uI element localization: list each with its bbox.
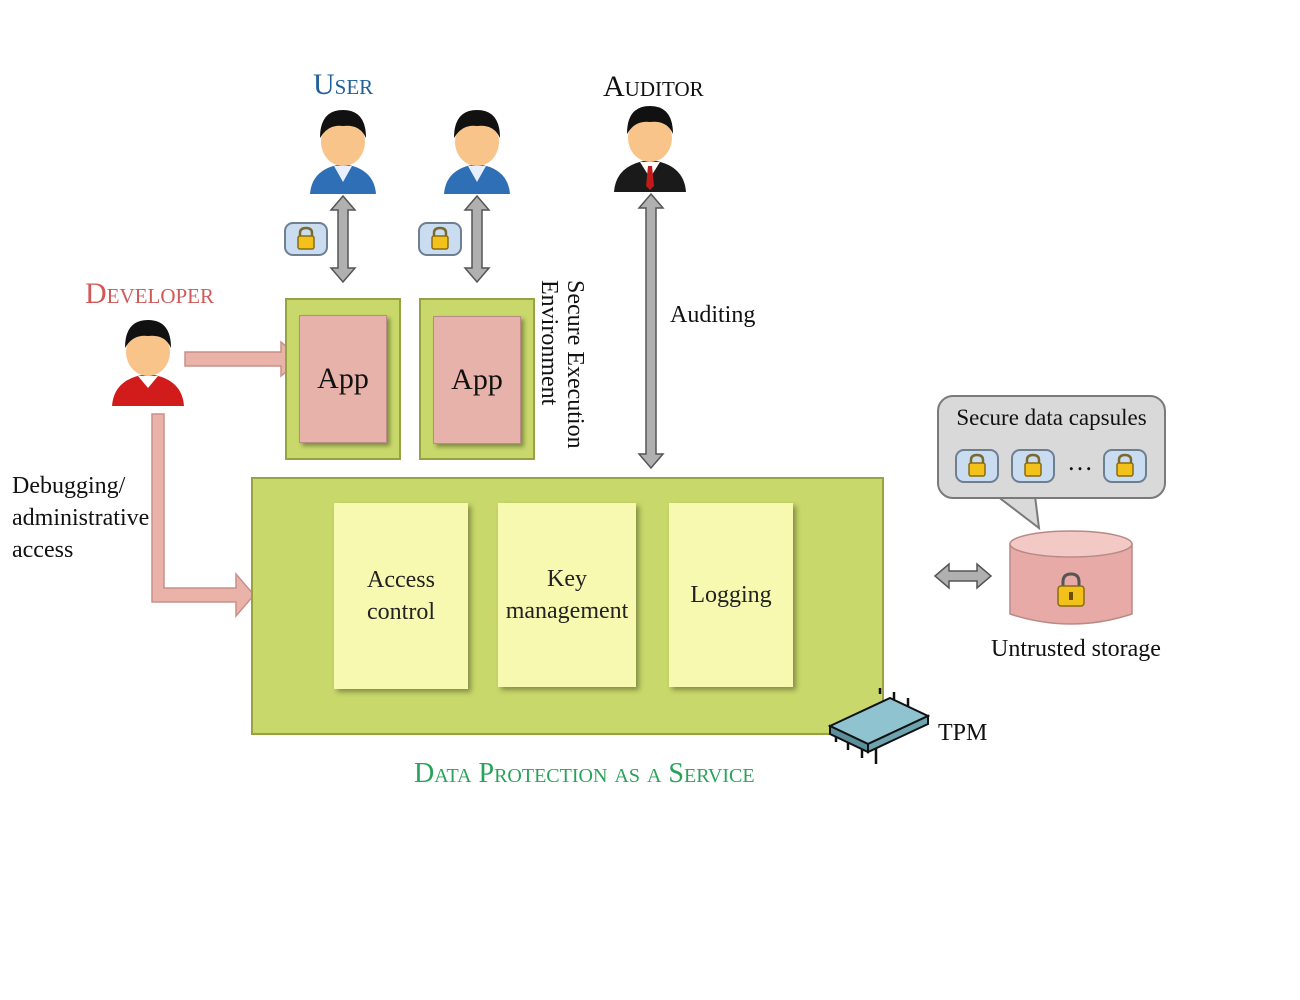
- developer-icon: [112, 320, 184, 406]
- dpaas-container: Access control Key management Logging: [251, 477, 884, 735]
- access-control-module[interactable]: Access control: [334, 503, 468, 689]
- service-caption: Data Protection as a Service: [414, 758, 755, 789]
- app-box[interactable]: App: [433, 316, 521, 444]
- storage-label: Untrusted storage: [991, 636, 1161, 662]
- key-management-module[interactable]: Key management: [498, 503, 636, 687]
- app-box[interactable]: App: [299, 315, 387, 443]
- logging-module[interactable]: Logging: [669, 503, 793, 687]
- secure-capsules-bubble: Secure data capsules …: [937, 395, 1166, 499]
- tpm-label: TPM: [938, 720, 988, 746]
- lock-icon: [284, 222, 328, 256]
- auditor-icon: [614, 106, 686, 192]
- user-app-arrow: [329, 194, 357, 284]
- auditing-arrow: [637, 192, 665, 470]
- bubble-tail: [994, 494, 1041, 531]
- database-icon: [1009, 530, 1133, 625]
- module-line: Logging: [690, 582, 772, 608]
- module-line: control: [367, 599, 435, 625]
- secure-env-line-2: Environment: [536, 280, 562, 406]
- lock-icon: [955, 449, 999, 483]
- module-line: management: [505, 598, 629, 624]
- tpm-chip-icon: [827, 688, 931, 764]
- auditing-label: Auditing: [670, 302, 756, 328]
- secure-env-label: Secure Execution Environment: [536, 280, 588, 470]
- module-line: Key: [547, 566, 587, 592]
- user-role-label: User: [313, 68, 374, 101]
- app-container: App: [285, 298, 401, 460]
- module-line: Access: [367, 567, 435, 593]
- secure-env-line-1: Secure Execution: [562, 280, 588, 449]
- capsules-title: Secure data capsules: [956, 405, 1147, 430]
- storage-arrow: [933, 562, 993, 590]
- capsules-ellipsis: …: [1067, 447, 1093, 476]
- user-icon: [310, 110, 376, 194]
- developer-role-label: Developer: [85, 277, 214, 310]
- developer-access-line: administrative: [12, 505, 150, 531]
- lock-icon: [418, 222, 462, 256]
- user-app-arrow: [463, 194, 491, 284]
- developer-access-line: Debugging/: [12, 473, 126, 499]
- lock-icon: [1103, 449, 1147, 483]
- developer-access-line: access: [12, 537, 74, 563]
- lock-icon: [1011, 449, 1055, 483]
- user-icon: [444, 110, 510, 194]
- developer-access-label: Debugging/ administrative access: [12, 470, 149, 566]
- auditor-role-label: Auditor: [603, 70, 704, 103]
- app-container: App: [419, 298, 535, 460]
- developer-admin-arrow: [151, 413, 255, 619]
